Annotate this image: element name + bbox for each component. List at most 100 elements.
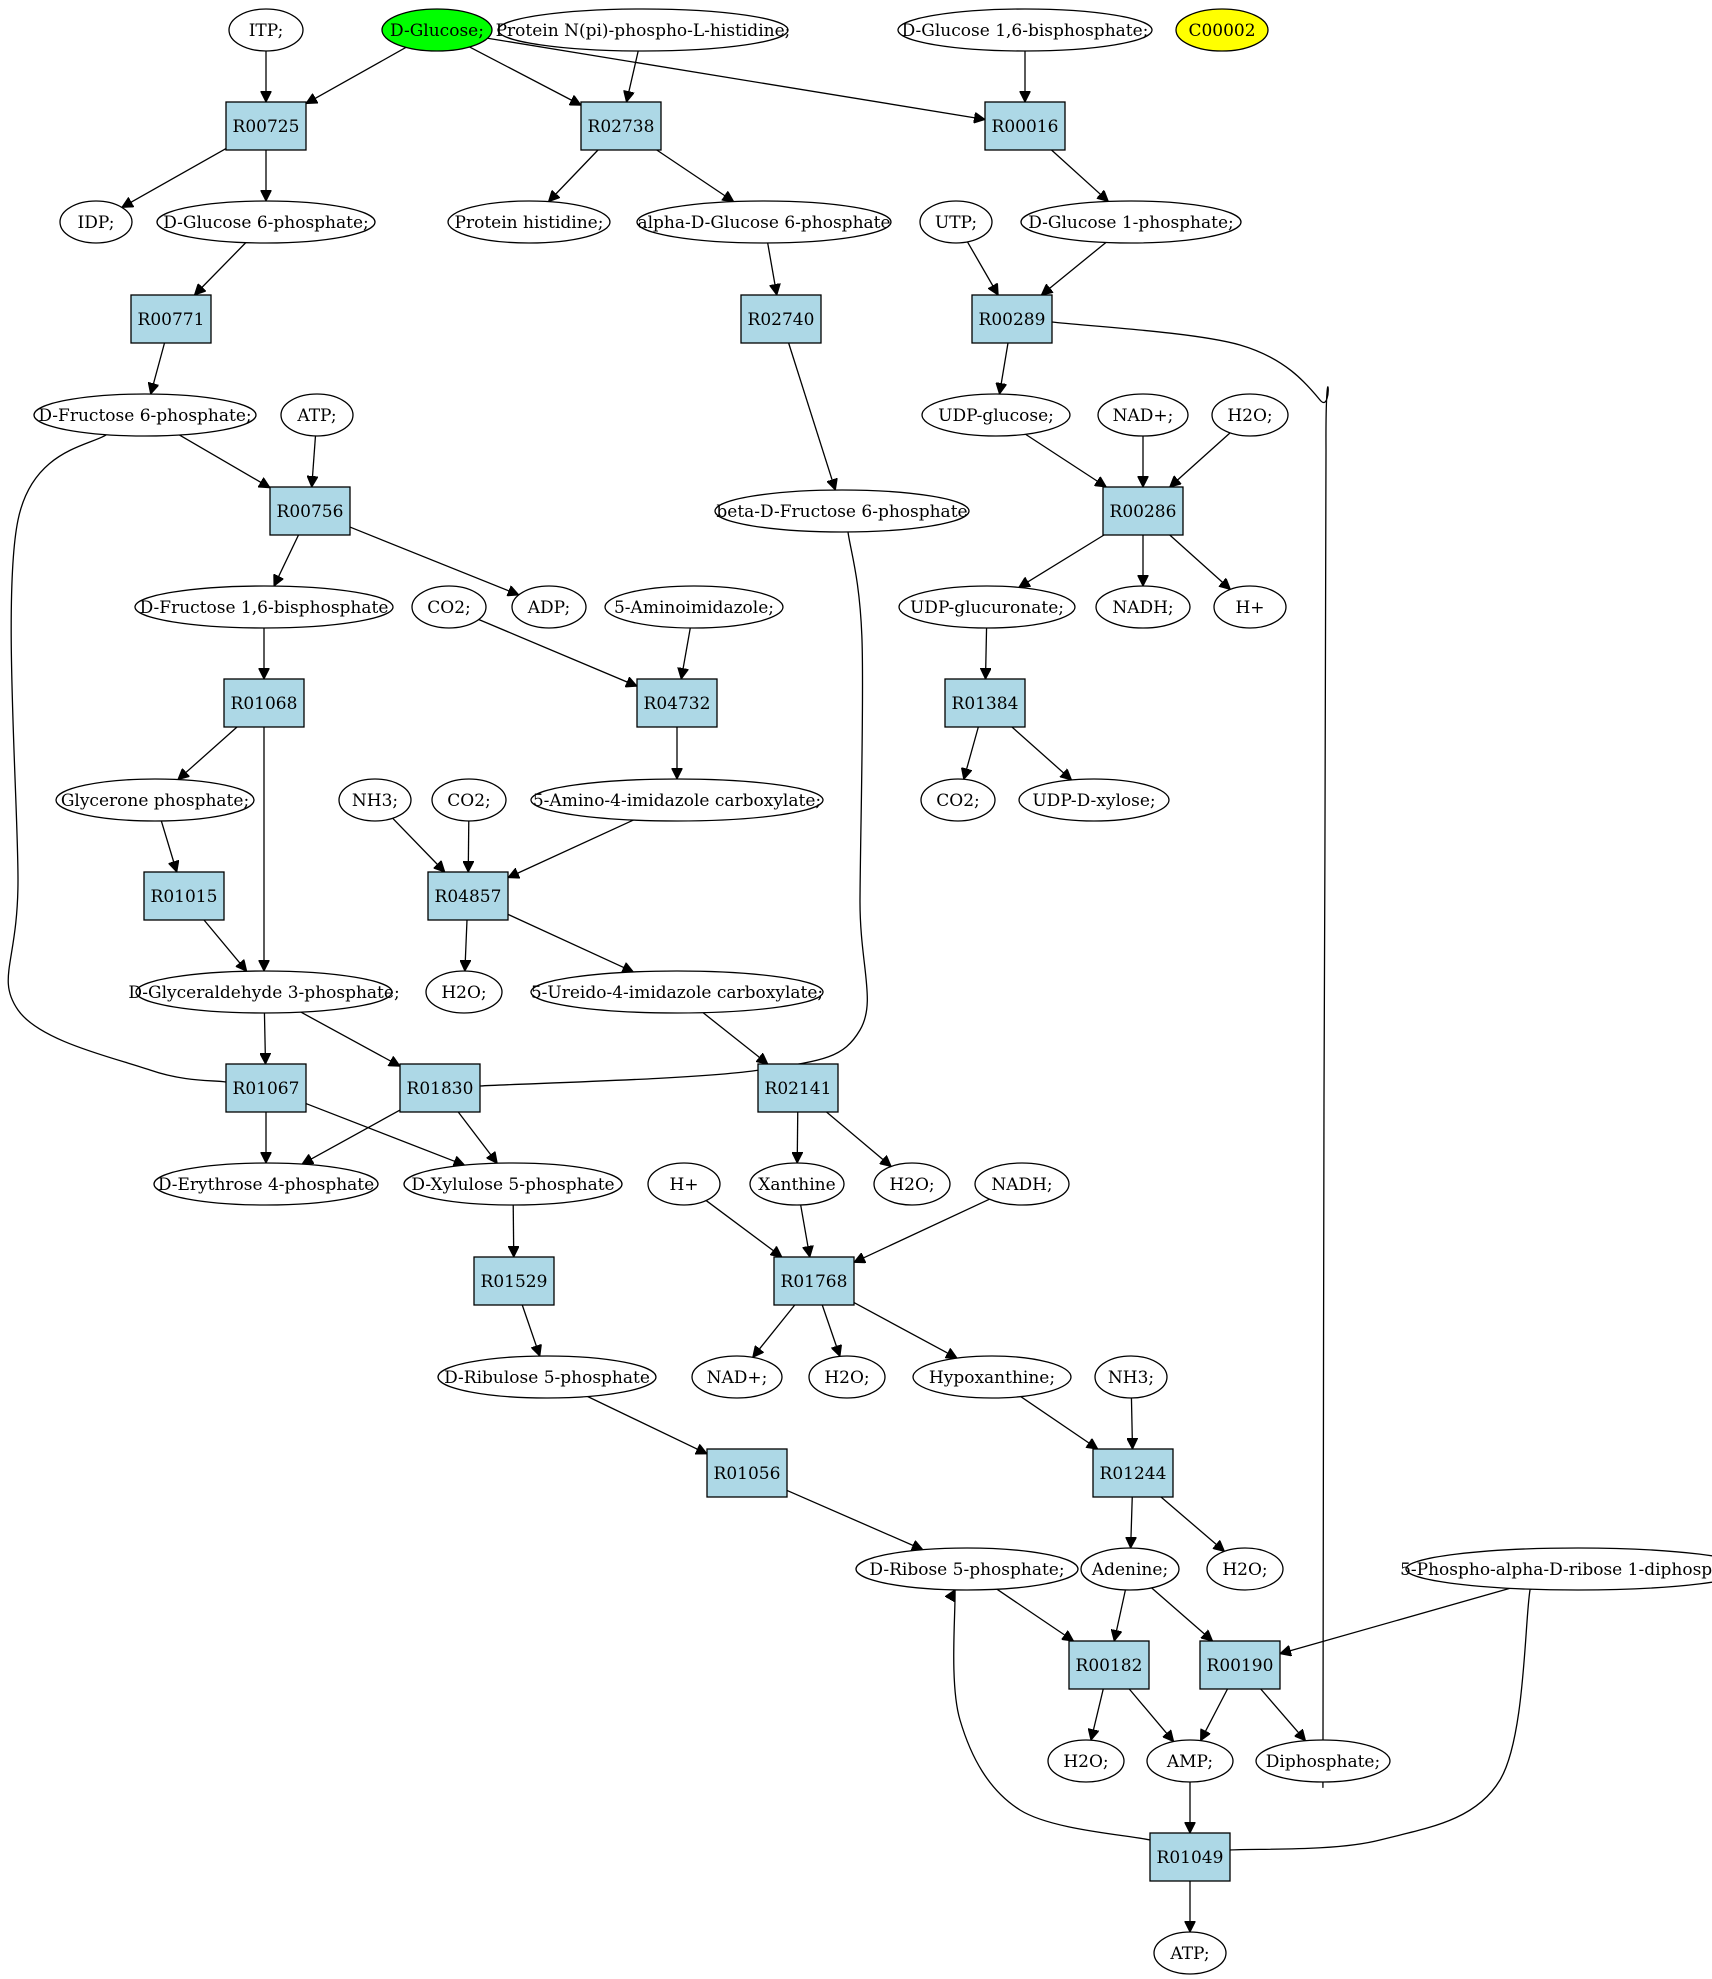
- edge-R00286-to-hplus1: [1169, 534, 1231, 589]
- reaction-node-r02141[interactable]: R02141: [757, 1063, 839, 1113]
- reaction-box: [223, 678, 305, 728]
- compound-node-diphos[interactable]: Diphosphate;: [1255, 1739, 1391, 1783]
- reaction-node-r00725[interactable]: R00725: [225, 101, 307, 151]
- compound-node-xanthine[interactable]: Xanthine: [749, 1162, 845, 1206]
- compound-node-c00002[interactable]: C00002: [1175, 8, 1269, 52]
- compound-node-dx5p[interactable]: D-Xylulose 5-phosphate: [403, 1162, 623, 1206]
- reaction-node-r01067[interactable]: R01067: [225, 1063, 307, 1113]
- compound-node-adp[interactable]: ADP;: [511, 585, 587, 629]
- reaction-node-r02738[interactable]: R02738: [580, 101, 662, 151]
- reaction-node-r00016[interactable]: R00016: [984, 101, 1066, 151]
- reaction-box: [1149, 1832, 1231, 1882]
- reaction-node-r00756[interactable]: R00756: [269, 486, 351, 536]
- compound-node-prpp[interactable]: 5-Phospho-alpha-D-ribose 1-diphosphate;: [1400, 1547, 1712, 1591]
- edge-dx5p-to-R01529: [513, 1204, 514, 1257]
- compound-node-uica[interactable]: 5-Ureido-4-imidazole carboxylate;: [530, 970, 824, 1014]
- reaction-label: R00190: [1207, 1656, 1274, 1676]
- reaction-node-r04857[interactable]: R04857: [427, 871, 509, 921]
- reaction-node-r01768[interactable]: R01768: [773, 1256, 855, 1306]
- compound-node-hypox[interactable]: Hypoxanthine;: [912, 1355, 1072, 1399]
- compound-node-h2o6[interactable]: H2O;: [1047, 1739, 1125, 1783]
- compound-label: D-Glucose 6-phosphate;: [163, 213, 369, 233]
- compound-node-udpglcu[interactable]: UDP-glucuronate;: [898, 585, 1076, 629]
- reaction-node-r01056[interactable]: R01056: [706, 1448, 788, 1498]
- compound-node-atp2[interactable]: ATP;: [1153, 1931, 1227, 1975]
- compound-node-hplus1[interactable]: H+: [1213, 585, 1287, 629]
- compound-node-co2c[interactable]: CO2;: [920, 778, 996, 822]
- compound-node-h2o5[interactable]: H2O;: [1206, 1547, 1284, 1591]
- compound-node-aminoimid[interactable]: 5-Aminoimidazole;: [604, 585, 784, 629]
- compound-node-amp[interactable]: AMP;: [1146, 1739, 1234, 1783]
- reaction-node-r01830[interactable]: R01830: [399, 1063, 481, 1113]
- compound-node-de4p[interactable]: D-Erythrose 4-phosphate: [153, 1162, 379, 1206]
- reaction-label: R01384: [952, 694, 1019, 714]
- compound-node-co2a[interactable]: CO2;: [411, 585, 487, 629]
- edge-R01068-to-glycp: [178, 726, 238, 780]
- compound-node-udpxyl[interactable]: UDP-D-xylose;: [1018, 778, 1170, 822]
- compound-node-adenine[interactable]: Adenine;: [1080, 1547, 1180, 1591]
- reaction-node-r00182[interactable]: R00182: [1068, 1640, 1150, 1690]
- compound-node-adg6p[interactable]: alpha-D-Glucose 6-phosphate: [636, 200, 892, 244]
- compound-node-nadh2[interactable]: NADH;: [974, 1162, 1070, 1206]
- compound-node-hplus2[interactable]: H+: [647, 1162, 721, 1206]
- compound-node-dga3p[interactable]: D-Glyceraldehyde 3-phosphate;: [128, 970, 400, 1014]
- reaction-node-r01384[interactable]: R01384: [944, 678, 1026, 728]
- reaction-label: R00182: [1076, 1656, 1143, 1676]
- reaction-node-r00289[interactable]: R00289: [971, 294, 1053, 344]
- compound-ellipse: [808, 1355, 886, 1399]
- compound-node-dg1p[interactable]: D-Glucose 1-phosphate;: [1020, 200, 1242, 244]
- reaction-node-r01529[interactable]: R01529: [473, 1256, 555, 1306]
- reaction-node-r04732[interactable]: R04732: [636, 678, 718, 728]
- compound-node-utp[interactable]: UTP;: [919, 200, 993, 244]
- reaction-label: R01049: [1157, 1848, 1224, 1868]
- compound-node-udpglc[interactable]: UDP-glucose;: [921, 393, 1071, 437]
- edge-R00190-to-amp: [1200, 1688, 1229, 1741]
- reaction-box: [706, 1448, 788, 1498]
- edge-R01384-to-co2c: [964, 726, 979, 779]
- compound-node-df6p[interactable]: D-Fructose 6-phosphate;: [33, 393, 257, 437]
- compound-node-protein_np[interactable]: Protein N(pi)-phospho-L-histidine;: [496, 8, 791, 52]
- compound-node-h2o4[interactable]: H2O;: [808, 1355, 886, 1399]
- edge-R02738-to-protein_his: [549, 149, 599, 202]
- compound-node-dr5p[interactable]: D-Ribose 5-phosphate;: [855, 1547, 1079, 1591]
- reaction-node-r01049[interactable]: R01049: [1149, 1832, 1231, 1882]
- compound-node-dglucose[interactable]: D-Glucose;: [381, 8, 493, 52]
- reaction-node-r01015[interactable]: R01015: [143, 871, 225, 921]
- compound-node-nadp2[interactable]: NAD+;: [691, 1355, 783, 1399]
- compound-node-protein_his[interactable]: Protein histidine;: [447, 200, 611, 244]
- compound-node-bdf6p[interactable]: beta-D-Fructose 6-phosphate: [714, 489, 970, 533]
- compound-node-dg16bp[interactable]: D-Glucose 1,6-bisphosphate;: [897, 8, 1153, 52]
- compound-node-aica[interactable]: 5-Amino-4-imidazole carboxylate;: [530, 778, 824, 822]
- compound-node-itp[interactable]: ITP;: [228, 8, 304, 52]
- compound-node-co2b[interactable]: CO2;: [431, 778, 507, 822]
- reaction-node-r01068[interactable]: R01068: [223, 678, 305, 728]
- compound-label: H+: [669, 1175, 698, 1195]
- edge-dg6p-to-R00771: [195, 242, 247, 295]
- compound-node-h2o2[interactable]: H2O;: [425, 970, 503, 1014]
- compound-node-h2o3[interactable]: H2O;: [873, 1162, 951, 1206]
- edge-R01830-to-de4p: [302, 1109, 401, 1164]
- compound-node-nh3a[interactable]: NH3;: [338, 778, 412, 822]
- reaction-node-r00190[interactable]: R00190: [1199, 1640, 1281, 1690]
- compound-node-nadh1[interactable]: NADH;: [1095, 585, 1191, 629]
- compound-node-dg6p[interactable]: D-Glucose 6-phosphate;: [156, 200, 376, 244]
- compound-node-glycp[interactable]: Glycerone phosphate;: [55, 778, 255, 822]
- compound-label: NAD+;: [1113, 406, 1174, 426]
- compound-node-idp[interactable]: IDP;: [59, 200, 133, 244]
- reaction-node-r00771[interactable]: R00771: [130, 294, 212, 344]
- reaction-node-r00286[interactable]: R00286: [1102, 486, 1184, 536]
- compound-label: D-Fructose 1,6-bisphosphate: [140, 598, 389, 618]
- reaction-box: [740, 294, 822, 344]
- compound-node-df16bp[interactable]: D-Fructose 1,6-bisphosphate: [134, 585, 394, 629]
- reaction-label: R02738: [588, 117, 655, 137]
- reaction-label: R04732: [644, 694, 711, 714]
- edge-df6p-to-R00756: [178, 434, 270, 488]
- compound-node-nadp1[interactable]: NAD+;: [1097, 393, 1189, 437]
- reaction-node-r02740[interactable]: R02740: [740, 294, 822, 344]
- compound-node-dru5p[interactable]: D-Ribulose 5-phosphate: [437, 1355, 657, 1399]
- compound-node-atp1[interactable]: ATP;: [280, 393, 354, 437]
- compound-node-nh3b[interactable]: NH3;: [1094, 1355, 1168, 1399]
- compound-label: Protein histidine;: [455, 213, 604, 233]
- compound-node-h2o1[interactable]: H2O;: [1211, 393, 1289, 437]
- reaction-node-r01244[interactable]: R01244: [1092, 1448, 1174, 1498]
